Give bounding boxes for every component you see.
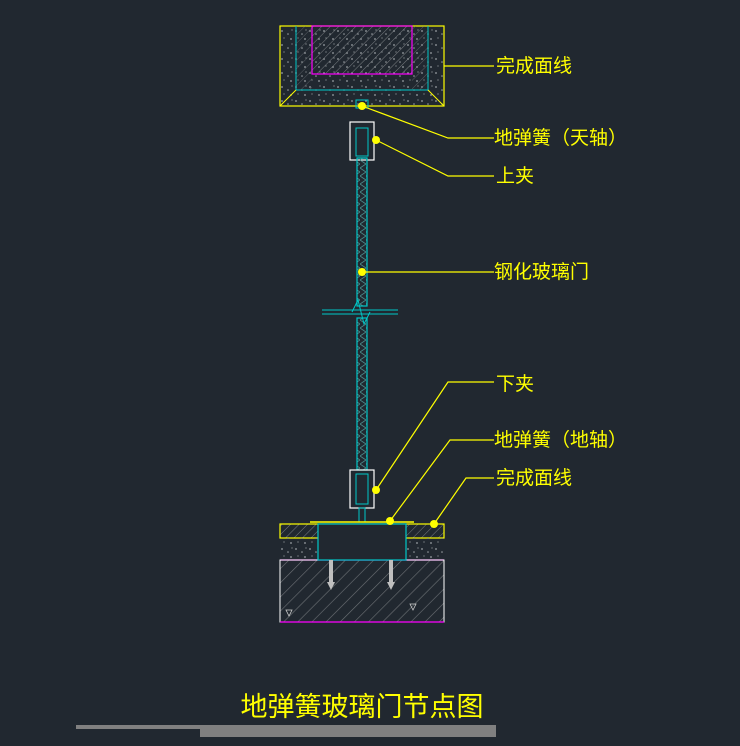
leader-top-pivot	[361, 105, 494, 139]
label-finish-line-bottom: 完成面线	[496, 467, 572, 489]
leader-floor-pivot	[389, 439, 494, 522]
label-finish-line-top: 完成面线	[496, 55, 572, 77]
leader-lines	[361, 65, 494, 525]
bottom-clamp-shape	[349, 469, 380, 523]
leader-bottom-clamp	[375, 381, 494, 491]
drawing-title: 地弹簧玻璃门节点图	[241, 692, 484, 723]
title-underline	[76, 725, 496, 737]
label-top-clamp: 上夹	[496, 165, 534, 187]
label-bottom-clamp: 下夹	[496, 373, 534, 395]
glass-panel	[322, 157, 398, 471]
top-header-block	[279, 25, 445, 107]
leader-top-clamp	[375, 139, 494, 177]
label-floor-spring-floor-pivot: 地弹簧（地轴）	[494, 429, 627, 451]
leader-finish-bottom	[433, 477, 494, 525]
label-tempered-glass-door: 钢化玻璃门	[494, 261, 589, 283]
label-floor-spring-top-pivot: 地弹簧（天轴）	[494, 127, 627, 149]
floor-section	[279, 517, 445, 623]
top-clamp-shape	[349, 121, 380, 161]
